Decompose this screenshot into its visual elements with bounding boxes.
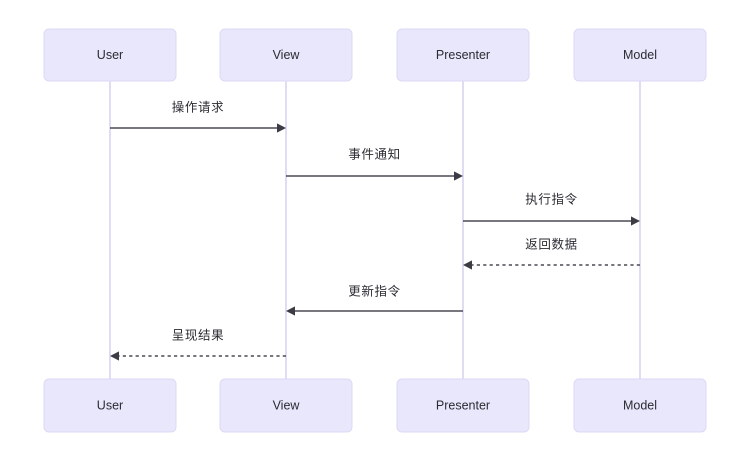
message-4[interactable]: 更新指令 <box>286 283 463 316</box>
message-arrowhead-0 <box>277 123 286 133</box>
message-3[interactable]: 返回数据 <box>463 236 640 270</box>
message-arrowhead-5 <box>110 351 119 361</box>
message-label-3: 返回数据 <box>525 236 577 251</box>
participant-headers: User View Presenter Model <box>43 28 707 82</box>
participant-box-model-header[interactable] <box>573 28 707 82</box>
message-2[interactable]: 执行指令 <box>463 191 640 226</box>
message-1[interactable]: 事件通知 <box>286 147 463 181</box>
message-arrowhead-2 <box>631 216 640 226</box>
message-label-0: 操作请求 <box>172 99 224 114</box>
participant-presenter-footer[interactable]: Presenter <box>396 378 530 433</box>
message-label-2: 执行指令 <box>525 191 577 206</box>
message-arrowhead-4 <box>286 306 295 316</box>
message-arrowhead-3 <box>463 260 472 270</box>
participant-box-view-header[interactable] <box>219 28 353 82</box>
participant-box-user-header[interactable] <box>43 28 177 82</box>
participant-box-presenter-footer[interactable] <box>396 378 530 433</box>
message-label-4: 更新指令 <box>348 283 400 298</box>
participant-view-header[interactable]: View <box>219 28 353 82</box>
participant-presenter-header[interactable]: Presenter <box>396 28 530 82</box>
participant-label-model-footer: Model <box>623 398 657 412</box>
participant-label-view-footer: View <box>273 398 301 412</box>
participant-label-user-footer: User <box>97 398 123 412</box>
message-label-5: 呈现结果 <box>172 328 224 342</box>
participant-box-view-footer[interactable] <box>219 378 353 433</box>
message-0[interactable]: 操作请求 <box>110 99 286 133</box>
participant-user-footer[interactable]: User <box>43 378 177 433</box>
message-5[interactable]: 呈现结果 <box>110 328 286 361</box>
participant-label-model-header: Model <box>623 48 657 62</box>
participant-view-footer[interactable]: View <box>219 378 353 433</box>
participant-box-model-footer[interactable] <box>573 378 707 433</box>
lifelines-layer <box>109 81 641 379</box>
message-arrowhead-1 <box>454 171 463 181</box>
participant-box-user-footer[interactable] <box>43 378 177 433</box>
participant-box-presenter-header[interactable] <box>396 28 530 82</box>
participant-label-presenter-footer: Presenter <box>436 398 490 412</box>
participant-label-presenter-header: Presenter <box>436 48 490 62</box>
participant-label-user-header: User <box>97 48 123 62</box>
participant-model-footer[interactable]: Model <box>573 378 707 433</box>
participant-user-header[interactable]: User <box>43 28 177 82</box>
participant-footers: User View Presenter Model <box>43 378 707 433</box>
participant-model-header[interactable]: Model <box>573 28 707 82</box>
message-label-1: 事件通知 <box>348 147 400 161</box>
participant-label-view-header: View <box>273 48 301 62</box>
